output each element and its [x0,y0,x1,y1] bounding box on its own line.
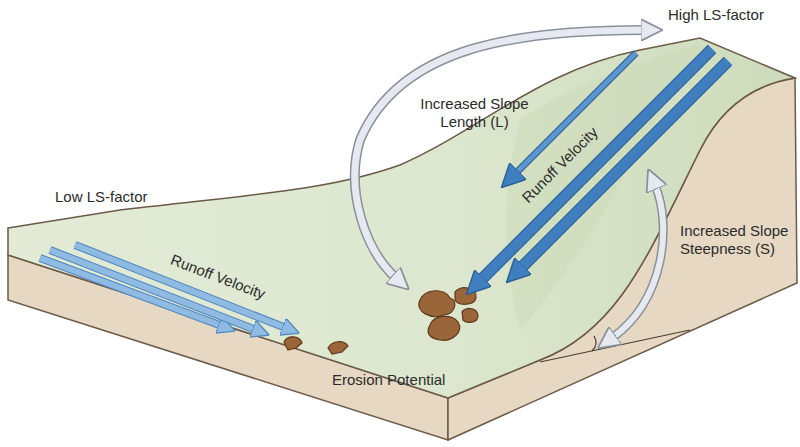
eroded-soil [284,288,478,354]
soil-clump [328,342,348,354]
label-text: High LS-factor [668,6,764,24]
runoff-arrow [480,49,712,281]
length-arrow [355,30,645,278]
soil-clump [284,337,302,350]
runoff-arrow [50,250,256,330]
soil-clump [419,291,455,317]
runoff-arrows-low [40,245,286,330]
runoff-arrow [480,49,712,281]
soil-clump [428,316,459,340]
label-text: Erosion Potential [332,371,445,389]
ground-surface [8,38,795,398]
label-text: Increased Slope Steepness (S) [680,222,792,258]
soil-clump [455,288,476,305]
steepness-arrow [612,185,663,338]
soil-clump [462,309,478,323]
label-text: Low LS-factor [55,188,148,206]
steepness-arrow [612,185,663,338]
angle-arc [592,336,596,351]
length-arrow [355,30,645,278]
label-text: Increased Slope Length (L) [412,95,537,131]
label-text: Runoff Velocity [518,123,601,206]
runoff-arrow [50,250,256,330]
label-text: Runoff Velocity [168,251,268,304]
runoff-arrow [75,245,286,328]
runoff-arrow [75,245,286,328]
